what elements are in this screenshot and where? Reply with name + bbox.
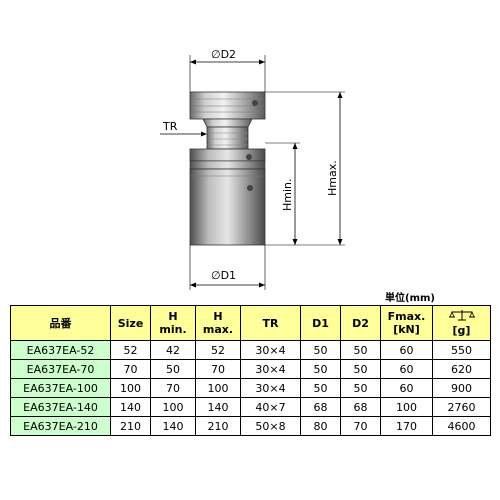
model-cell: EA637EA-140	[10, 397, 111, 417]
table-cell: 68	[340, 397, 381, 417]
table-cell: 52	[110, 340, 151, 360]
tr-label: TR	[162, 120, 178, 133]
table-cell: 210	[195, 416, 241, 436]
table-cell: 50	[150, 359, 196, 379]
table-cell: 100	[195, 378, 241, 398]
unit-note: 単位(mm)	[385, 293, 435, 304]
header-weight: [g]	[432, 305, 491, 341]
table-cell: 60	[380, 359, 433, 379]
header-tr: TR	[240, 305, 301, 341]
table-cell: 4600	[432, 416, 491, 436]
hmax-label: Hmax.	[326, 160, 339, 196]
thread-part	[202, 118, 253, 150]
table-cell: 140	[150, 416, 196, 436]
table-cell: 52	[195, 340, 241, 360]
table-cell: 60	[380, 378, 433, 398]
header-line1: H	[213, 310, 223, 323]
table-cell: 42	[150, 340, 196, 360]
header-line2: max.	[202, 323, 234, 336]
header-line1: TR	[262, 316, 279, 330]
table-cell: 140	[195, 397, 241, 417]
table-cell: 50	[340, 359, 381, 379]
model-cell: EA637EA-52	[10, 340, 111, 360]
header-line1: H	[168, 310, 178, 323]
table-cell: 30×4	[240, 340, 301, 360]
table-cell: 50	[340, 378, 381, 398]
table-cell: 100	[150, 397, 196, 417]
table-cell: 70	[340, 416, 381, 436]
header-line1: 品番	[49, 316, 72, 330]
table-cell: 620	[432, 359, 491, 379]
table-cell: 50	[340, 340, 381, 360]
table-cell: 30×4	[240, 359, 301, 379]
hmin-label: Hmin.	[281, 178, 294, 211]
model-cell: EA637EA-70	[10, 359, 111, 379]
header-line1: Fmax.	[387, 310, 426, 323]
table-cell: 70	[150, 378, 196, 398]
table-cell: 550	[432, 340, 491, 360]
technical-drawing: ∅D2 TR Hmin.	[160, 48, 345, 290]
d1-label: ∅D1	[211, 269, 236, 282]
hmax-dimension: Hmax.	[265, 91, 345, 245]
header-fmax: Fmax.[kN]	[380, 305, 433, 341]
table-cell: 100	[110, 378, 151, 398]
table-cell: 80	[300, 416, 341, 436]
table-cell: 70	[195, 359, 241, 379]
d2-label: ∅D2	[211, 48, 236, 61]
hmin-dimension: Hmin.	[265, 142, 345, 246]
table-cell: 100	[380, 397, 433, 417]
header-line1: Size	[117, 316, 144, 330]
d2-dimension: ∅D2	[189, 48, 266, 92]
table-cell: 50	[300, 359, 341, 379]
header-line2: [g]	[452, 324, 471, 337]
table-cell: 210	[110, 416, 151, 436]
header-d2: D2	[340, 305, 381, 341]
table-cell: 60	[380, 340, 433, 360]
table-cell: 900	[432, 378, 491, 398]
body-part	[189, 148, 266, 246]
header-line2: min.	[159, 323, 187, 336]
header-model: 品番	[10, 305, 111, 341]
header-line1: D2	[352, 316, 369, 330]
balance-scale-icon	[434, 309, 490, 324]
table-cell: 70	[110, 359, 151, 379]
model-cell: EA637EA-210	[10, 416, 111, 436]
header-line1: D1	[312, 316, 329, 330]
table-cell: 30×4	[240, 378, 301, 398]
table-cell: 140	[110, 397, 151, 417]
table-cell: 68	[300, 397, 341, 417]
table-cell: 50	[300, 378, 341, 398]
table-cell: 40×7	[240, 397, 301, 417]
table-cell: 2760	[432, 397, 491, 417]
d1-dimension: ∅D1	[189, 245, 266, 290]
table-cell: 170	[380, 416, 433, 436]
tr-dimension: TR	[160, 120, 207, 137]
table-cell: 50×8	[240, 416, 301, 436]
model-cell: EA637EA-100	[10, 378, 111, 398]
table-cell: 50	[300, 340, 341, 360]
header-size: Size	[110, 305, 151, 341]
header-d1: D1	[300, 305, 341, 341]
header-line2: [kN]	[393, 323, 420, 336]
cap-part	[189, 91, 266, 120]
